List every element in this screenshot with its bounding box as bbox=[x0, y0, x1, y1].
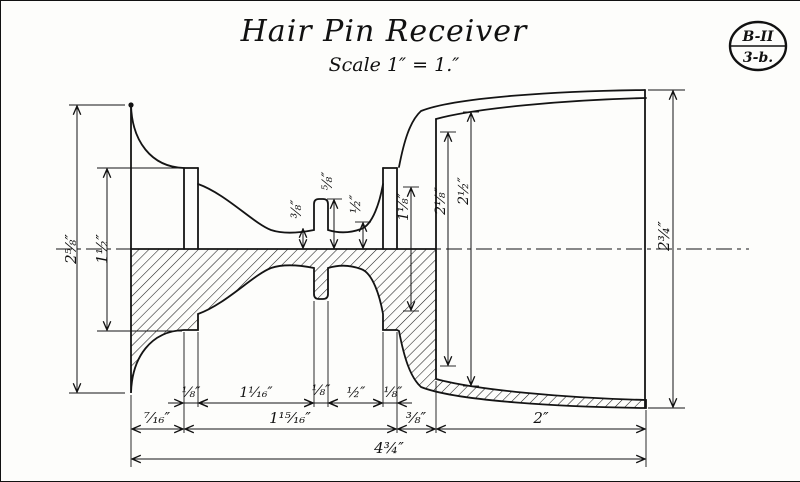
dim-second-waist-diameter: ½″ bbox=[348, 194, 364, 214]
dim-row2-label: 1¹⁵⁄₁₆″ bbox=[269, 409, 311, 427]
dimension-labels: 2⅝″ 1½″ ⅜″ ⅝″ ½″ 1⅛″ 2⅛″ 2½″ 2¾″ ⅛″ 1¹⁄₁… bbox=[62, 171, 673, 457]
dim-total-length: 4¾″ bbox=[373, 439, 404, 457]
badge-bottom-label: 3-b. bbox=[743, 50, 773, 66]
dim-row2-label: ⁷⁄₁₆″ bbox=[144, 409, 171, 427]
left-flange-curve bbox=[130, 104, 199, 169]
drawing-scale: Scale 1″ = 1.″ bbox=[329, 54, 460, 76]
dim-left-outer-diameter: 2⅝″ bbox=[62, 234, 80, 265]
dim-row1-label: ⅛″ bbox=[312, 383, 332, 399]
dim-row2-label: 2″ bbox=[532, 409, 549, 427]
dim-row1-label: ½″ bbox=[347, 385, 367, 401]
dim-row1-label: ⅛″ bbox=[384, 385, 404, 401]
dim-left-rim-diameter: 1½″ bbox=[93, 234, 111, 264]
dim-row1-label: ⅛″ bbox=[182, 385, 202, 401]
sheet-number-badge: B-II 3-b. bbox=[728, 20, 788, 72]
dim-right-outer-diameter: 2¾″ bbox=[655, 221, 673, 252]
dim-mouth-inner-diameter: 2⅛″ bbox=[433, 186, 449, 215]
dim-row1-label: 1¹⁄₁₆″ bbox=[239, 385, 273, 401]
drawing-title: Hair Pin Receiver bbox=[240, 14, 528, 49]
bell-outer-profile bbox=[398, 89, 646, 168]
dim-mouth-mid-diameter: 2½″ bbox=[456, 176, 472, 205]
dimension-lines bbox=[77, 91, 673, 459]
dim-bump-diameter: ⅝″ bbox=[320, 171, 336, 191]
dim-row2-label: ³⁄₈″ bbox=[406, 409, 427, 427]
part-outline-top bbox=[128, 89, 647, 409]
bell-inner-profile bbox=[435, 97, 647, 120]
dim-waist-diameter: ⅜″ bbox=[289, 199, 305, 219]
badge-top-label: B-II bbox=[741, 29, 773, 45]
part-section-hatched bbox=[130, 248, 647, 409]
dim-neck-diameter: 1⅛″ bbox=[396, 192, 412, 220]
